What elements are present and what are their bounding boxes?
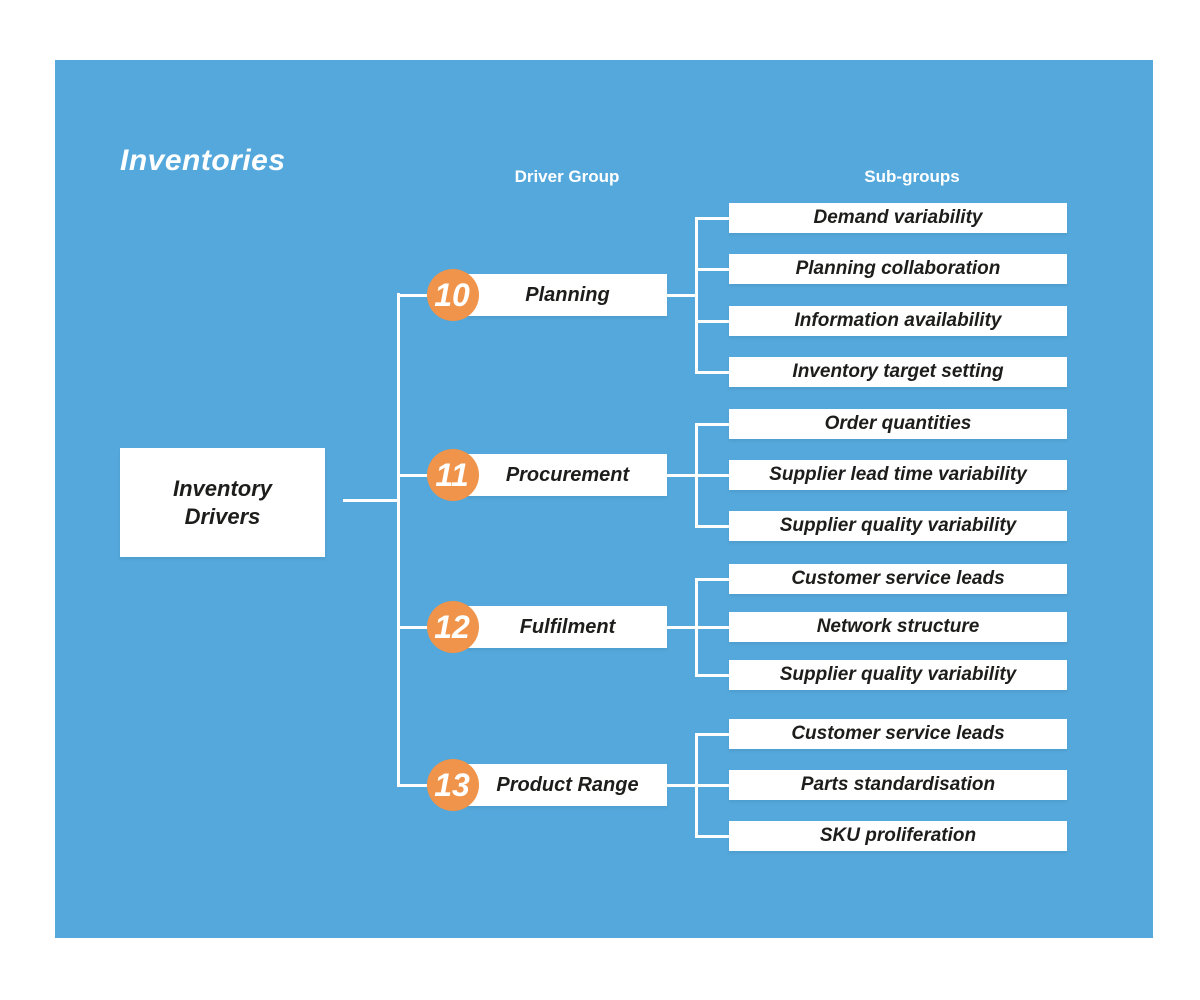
group-stub-line bbox=[397, 626, 430, 629]
sub-group-stub-line bbox=[695, 784, 730, 787]
group-stub-line bbox=[397, 474, 430, 477]
sub-group-stub-line bbox=[695, 525, 730, 528]
sub-group-stub-line bbox=[695, 578, 730, 581]
sub-group-stub-line bbox=[695, 217, 730, 220]
diagram-title: Inventories bbox=[120, 144, 286, 177]
sub-group-node: Supplier quality variability bbox=[729, 511, 1067, 541]
branch-trunk-line bbox=[695, 217, 698, 374]
sub-group-node: Customer service leads bbox=[729, 719, 1067, 749]
sub-group-stub-line bbox=[695, 268, 730, 271]
sub-group-node: Demand variability bbox=[729, 203, 1067, 233]
sub-group-stub-line bbox=[695, 835, 730, 838]
group-branch-connector-line bbox=[667, 784, 697, 787]
sub-group-node: Inventory target setting bbox=[729, 357, 1067, 387]
driver-group-node: Planning bbox=[468, 274, 667, 316]
driver-number-badge: 11 bbox=[427, 449, 479, 501]
sub-group-stub-line bbox=[695, 674, 730, 677]
main-trunk-line bbox=[397, 293, 400, 787]
column-header-driver-group: Driver Group bbox=[514, 167, 620, 186]
root-connector-line bbox=[343, 499, 400, 502]
column-header-sub-groups: Sub-groups bbox=[864, 167, 960, 186]
group-stub-line bbox=[397, 294, 430, 297]
group-branch-connector-line bbox=[667, 294, 697, 297]
sub-group-node: Customer service leads bbox=[729, 564, 1067, 594]
sub-group-node: Information availability bbox=[729, 306, 1067, 336]
driver-group-node: Procurement bbox=[468, 454, 667, 496]
sub-group-node: Supplier quality variability bbox=[729, 660, 1067, 690]
sub-group-node: Order quantities bbox=[729, 409, 1067, 439]
sub-group-stub-line bbox=[695, 626, 730, 629]
group-branch-connector-line bbox=[667, 626, 697, 629]
driver-number-badge: 12 bbox=[427, 601, 479, 653]
sub-group-node: Supplier lead time variability bbox=[729, 460, 1067, 490]
sub-group-node: Parts standardisation bbox=[729, 770, 1067, 800]
driver-group-node: Fulfilment bbox=[468, 606, 667, 648]
sub-group-stub-line bbox=[695, 423, 730, 426]
sub-group-stub-line bbox=[695, 320, 730, 323]
group-branch-connector-line bbox=[667, 474, 697, 477]
driver-number-badge: 13 bbox=[427, 759, 479, 811]
sub-group-stub-line bbox=[695, 371, 730, 374]
sub-group-node: Network structure bbox=[729, 612, 1067, 642]
driver-number-badge: 10 bbox=[427, 269, 479, 321]
driver-group-node: Product Range bbox=[468, 764, 667, 806]
sub-group-node: Planning collaboration bbox=[729, 254, 1067, 284]
sub-group-stub-line bbox=[695, 474, 730, 477]
root-node-inventory-drivers: Inventory Drivers bbox=[120, 448, 325, 557]
group-stub-line bbox=[397, 784, 430, 787]
sub-group-node: SKU proliferation bbox=[729, 821, 1067, 851]
sub-group-stub-line bbox=[695, 733, 730, 736]
